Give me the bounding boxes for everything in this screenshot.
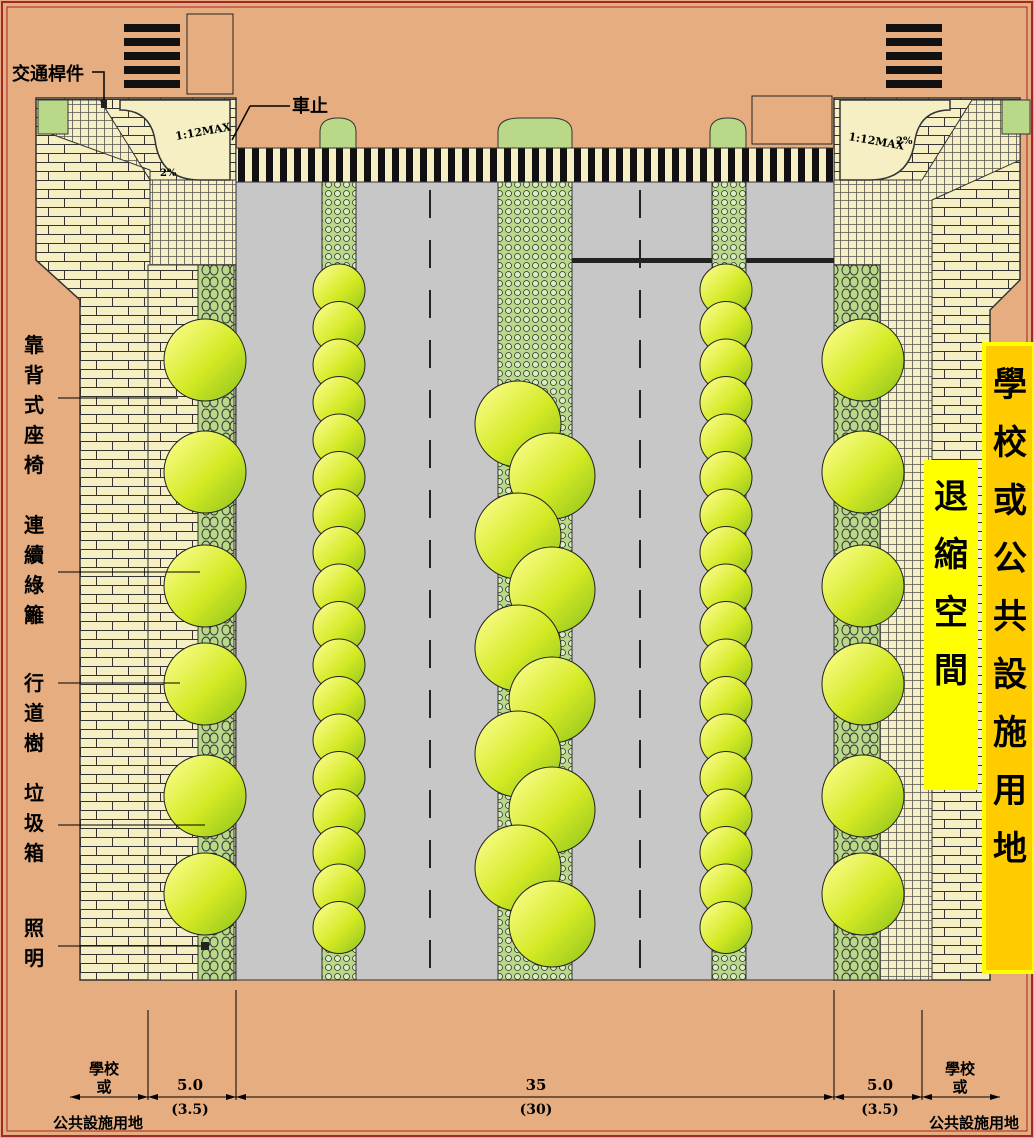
- school-site-box: 學校或公共設施用地: [982, 342, 1034, 974]
- tree-canopy: [163, 754, 247, 838]
- tree-canopy: [163, 852, 247, 936]
- setback-space-box: 退縮空間: [924, 460, 978, 790]
- right-site-line1: 學校: [945, 1060, 976, 1078]
- left-sidewalk-width-alt: (3.5): [171, 1102, 209, 1118]
- tree-canopy: [163, 544, 247, 628]
- road-width-alt: (30): [520, 1102, 553, 1118]
- street-tree-label: 行道樹: [23, 671, 44, 755]
- left-site-line3: 公共設施用地: [53, 1114, 143, 1132]
- dimension-text: 學校 或 公共設施用地 5.0 (3.5) 35 (30) 5.0 (3.5) …: [53, 1060, 1019, 1132]
- right-site-line3: 公共設施用地: [929, 1114, 1019, 1132]
- setback-space-label: 退縮空間: [934, 477, 968, 691]
- lighting-label: 照明: [24, 916, 44, 970]
- tree-canopy: [699, 901, 753, 954]
- tree-canopy: [312, 901, 366, 954]
- tree-canopy: [163, 318, 247, 402]
- tree-canopy: [821, 754, 905, 838]
- left-callouts: 交通桿件 車止 1:12MAX 2% 1:12MAX 2% 靠背式座椅 連續綠籬…: [12, 63, 913, 970]
- school-site-label: 學校或公共設施用地: [993, 365, 1027, 869]
- hedge-label: 連續綠籬: [24, 513, 45, 627]
- bench-label: 靠背式座椅: [24, 333, 44, 477]
- tree-canopy: [163, 642, 247, 726]
- right-site-line2: 或: [952, 1078, 967, 1096]
- crosswalk: [235, 147, 835, 183]
- tree-canopy: [821, 852, 905, 936]
- tree-canopy: [821, 544, 905, 628]
- road-width: 35: [526, 1076, 547, 1094]
- trash-bin-label: 垃圾箱: [24, 781, 45, 865]
- tree-canopy: [508, 880, 596, 968]
- dimension-lines: [70, 990, 1000, 1100]
- right-sidewalk-width-alt: (3.5): [861, 1102, 899, 1118]
- traffic-pole-label: 交通桿件: [12, 63, 84, 85]
- slope-pct-left: 2%: [160, 168, 177, 179]
- right-sidewalk-width: 5.0: [867, 1076, 893, 1094]
- dimension-arrows: [70, 1094, 1000, 1100]
- top-crossing-stripes: [124, 24, 942, 88]
- left-site-line2: 或: [96, 1078, 111, 1096]
- tree-canopy: [163, 430, 247, 514]
- tree-canopy: [821, 430, 905, 514]
- slope-pct-right: 2%: [896, 136, 913, 147]
- trees-layer: [163, 263, 905, 968]
- left-sidewalk-width: 5.0: [177, 1076, 203, 1094]
- tree-canopy: [821, 318, 905, 402]
- tree-canopy: [821, 642, 905, 726]
- left-site-line1: 學校: [89, 1060, 120, 1078]
- wheel-stop-label: 車止: [292, 95, 328, 117]
